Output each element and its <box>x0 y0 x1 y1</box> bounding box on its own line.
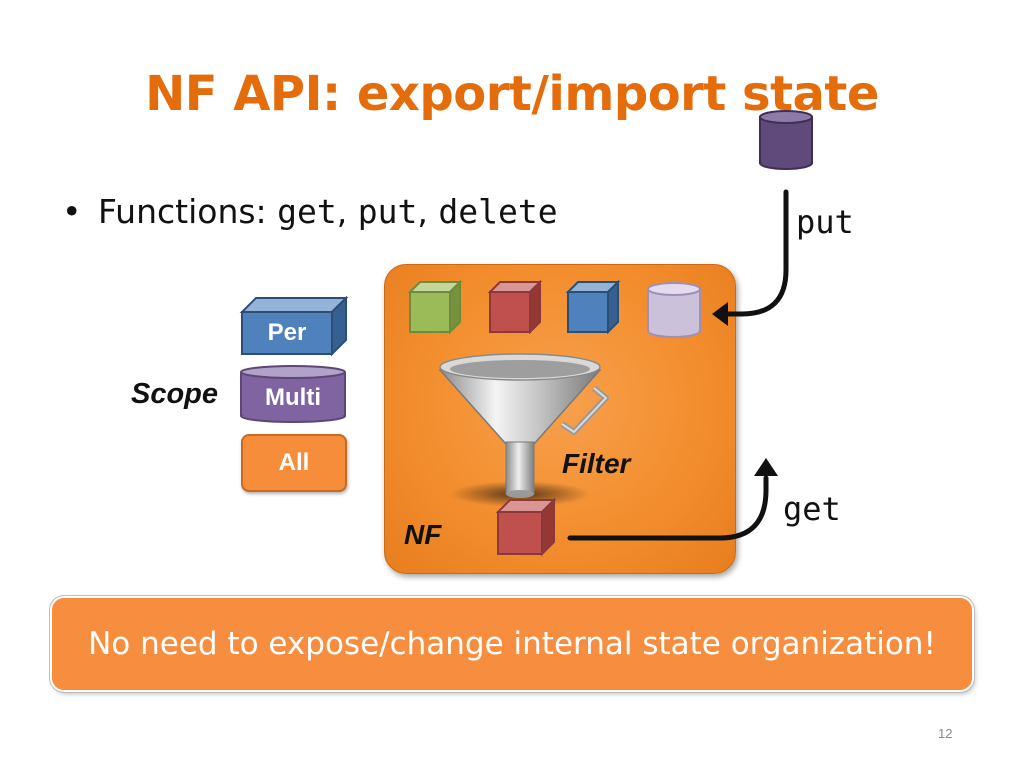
filter-label: Filter <box>562 448 631 479</box>
scope-all-button[interactable]: All <box>241 434 347 492</box>
scope-per-block[interactable] <box>239 295 349 357</box>
filter-funnel-icon <box>438 353 609 507</box>
state-cylinder-light-icon <box>647 282 701 338</box>
put-arrow <box>721 189 789 317</box>
state-cube-blue-icon <box>565 279 621 335</box>
separator-2: , <box>417 192 439 231</box>
functions-bullet: • Functions: get, put, delete <box>62 192 558 231</box>
callout-banner: No need to expose/change internal state … <box>52 598 972 690</box>
page-number: 12 <box>938 726 953 741</box>
scope-multi-cylinder[interactable] <box>240 365 346 423</box>
slide-title: NF API: export/import state <box>145 66 879 122</box>
function-get: get <box>277 192 337 231</box>
state-cube-red-icon <box>487 279 543 335</box>
scope-multi-label: Multi <box>265 384 321 411</box>
get-arrow <box>567 475 769 541</box>
function-delete: delete <box>438 192 558 231</box>
put-label: put <box>796 203 854 241</box>
state-cube-green-icon <box>407 279 463 335</box>
nf-label: NF <box>404 519 442 550</box>
bullet-dot-icon: • <box>62 192 82 231</box>
scope-label: Scope <box>131 378 219 410</box>
functions-prefix: Functions: <box>98 192 278 231</box>
get-label: get <box>783 490 841 528</box>
state-cylinder-dark-icon <box>759 110 813 170</box>
get-arrow-head-icon <box>754 458 778 476</box>
separator-1: , <box>336 192 358 231</box>
scope-per-label: Per <box>267 319 307 346</box>
output-cube-red-icon <box>495 497 557 557</box>
put-arrow-head-icon <box>712 302 728 326</box>
function-put: put <box>357 192 418 231</box>
